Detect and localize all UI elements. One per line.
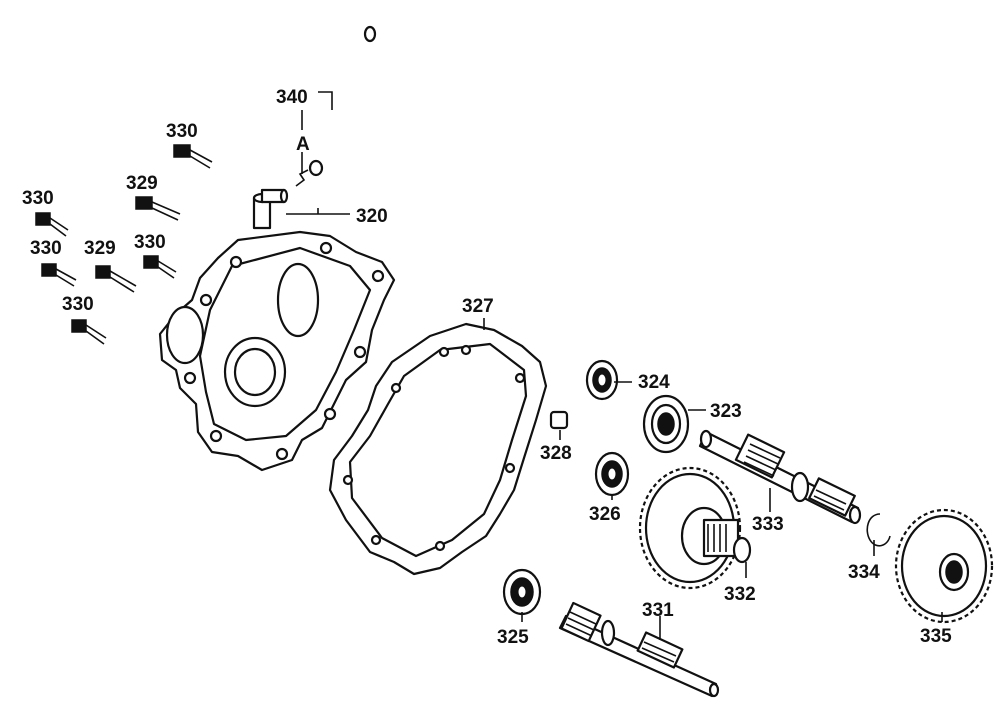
circlip-334 (866, 513, 891, 547)
oil-seal-323 (642, 394, 690, 454)
hose-clip (295, 169, 309, 187)
bolt-330-bottom (71, 319, 107, 345)
gear-332 (638, 466, 752, 590)
label-325: 325 (497, 627, 529, 648)
label-328: 328 (540, 443, 572, 464)
dowel-pin-328 (549, 410, 569, 430)
label-331: 331 (642, 600, 674, 621)
label-334: 334 (848, 562, 880, 583)
bolt-329-upper (135, 196, 181, 221)
bearing-324 (585, 359, 619, 401)
shaft-331 (558, 601, 720, 698)
label-327: 327 (462, 296, 494, 317)
bearing-325 (502, 568, 542, 616)
label-330-right: 330 (134, 232, 166, 253)
bolt-329-lower (95, 265, 137, 293)
leader-lines (286, 91, 943, 640)
label-329-upper: 329 (126, 173, 158, 194)
label-330-top: 330 (166, 121, 198, 142)
label-320: 320 (356, 206, 388, 227)
label-332: 332 (724, 584, 756, 605)
transmission-cover (158, 230, 396, 472)
label-330-left-middle: 330 (30, 238, 62, 259)
label-340: 340 (276, 87, 308, 108)
part-labels: 340 A 320 327 324 323 328 326 333 332 33… (22, 87, 952, 648)
label-324: 324 (638, 372, 670, 393)
label-330-left-upper: 330 (22, 188, 54, 209)
breather-hose-340 (308, 22, 377, 177)
gasket-327 (328, 322, 548, 576)
bolt-330-top (173, 144, 213, 169)
label-330-bottom: 330 (62, 294, 94, 315)
gear-335 (894, 508, 994, 624)
label-333: 333 (752, 514, 784, 535)
shaft-333 (698, 429, 862, 525)
bolt-330-right (143, 255, 177, 279)
label-reference-a: A (296, 134, 310, 155)
label-326: 326 (589, 504, 621, 525)
label-323: 323 (710, 401, 742, 422)
label-329-lower: 329 (84, 238, 116, 259)
bearing-326 (594, 451, 630, 497)
label-335: 335 (920, 626, 952, 647)
bolt-330-left-middle (41, 263, 77, 287)
bolt-330-left-upper (35, 212, 69, 237)
